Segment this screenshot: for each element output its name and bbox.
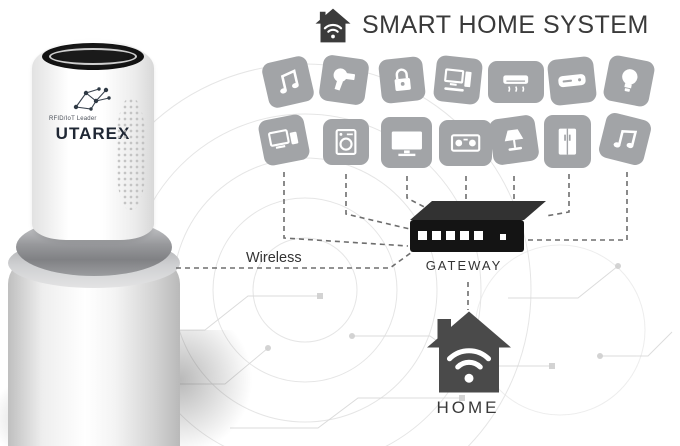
home-label: HOME <box>436 398 500 417</box>
gateway-label: GATEWAY <box>425 258 503 273</box>
device-body: RFID/IoT Leader UTAREX <box>32 40 154 240</box>
speaker-ring <box>49 48 137 65</box>
header: SMART HOME SYSTEM <box>314 8 649 43</box>
speaker-holes <box>116 98 146 210</box>
wireless-label: Wireless <box>246 250 302 266</box>
gateway-ports <box>418 231 506 240</box>
smart-home-icon <box>314 8 352 43</box>
utarex-device: RFID/IoT Leader UTAREX <box>6 26 190 446</box>
page-title: SMART HOME SYSTEM <box>362 11 649 39</box>
home-wifi-icon <box>424 310 514 394</box>
brand-tagline: RFID/IoT Leader <box>49 116 97 122</box>
network-logo-icon <box>73 87 111 111</box>
device-top-speaker <box>42 43 144 70</box>
gateway-device <box>410 201 546 252</box>
brand-name: UTAREX <box>55 124 131 143</box>
